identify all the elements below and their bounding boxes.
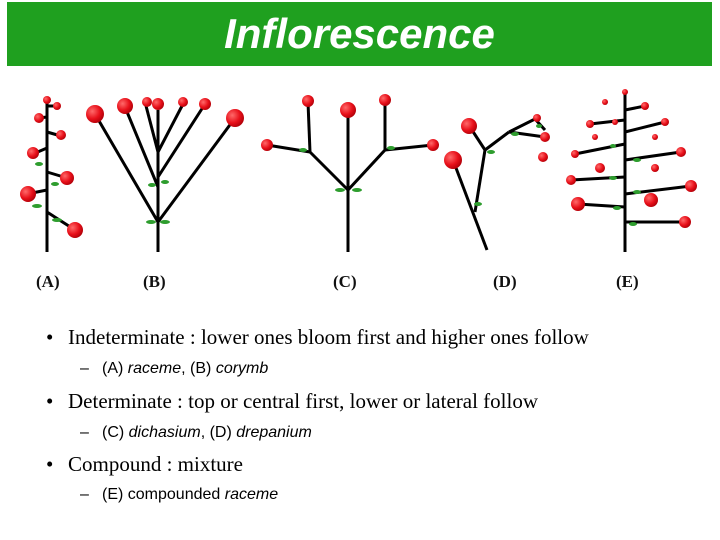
- sub-bullet-indeterminate: –(A) raceme, (B) corymb: [80, 360, 268, 378]
- bullet-text: Compound : mixture: [68, 452, 243, 476]
- sub-term-corymb: corymb: [216, 360, 268, 377]
- sub-dash: –: [80, 486, 102, 504]
- sub-dash: –: [80, 424, 102, 442]
- bullet-text: Determinate : top or central first, lowe…: [68, 389, 538, 413]
- sub-bullet-compound: –(E) compounded raceme: [80, 486, 278, 504]
- sub-text: (A): [102, 360, 128, 377]
- sub-text: , (D): [201, 424, 237, 441]
- label-a: (A): [36, 272, 60, 292]
- bullet-determinate: •Determinate : top or central first, low…: [46, 389, 538, 414]
- label-b: (B): [143, 272, 166, 292]
- inflorescence-diagram: [15, 82, 705, 262]
- bullet-indeterminate: •Indeterminate : lower ones bloom first …: [46, 325, 589, 350]
- drepanium-d-illustration: [453, 119, 545, 250]
- label-c: (C): [333, 272, 357, 292]
- bullet-text: Indeterminate : lower ones bloom first a…: [68, 325, 589, 349]
- bullet-symbol: •: [46, 389, 68, 414]
- sub-term-raceme: raceme: [225, 486, 278, 503]
- dichasium-c-illustration: [267, 100, 433, 252]
- bullet-symbol: •: [46, 452, 68, 477]
- sub-text: , (B): [181, 360, 216, 377]
- sub-term-drepanium: drepanium: [236, 424, 312, 441]
- compound-raceme-e-illustration: [571, 92, 691, 252]
- sub-term-raceme: raceme: [128, 360, 181, 377]
- bullet-symbol: •: [46, 325, 68, 350]
- sub-text: (C): [102, 424, 129, 441]
- corymb-b-illustration: [95, 102, 235, 252]
- title-bar: Inflorescence: [7, 2, 712, 66]
- label-e: (E): [616, 272, 639, 292]
- sub-bullet-determinate: –(C) dichasium, (D) drepanium: [80, 424, 312, 442]
- sub-term-dichasium: dichasium: [129, 424, 201, 441]
- bullet-compound: •Compound : mixture: [46, 452, 243, 477]
- sub-dash: –: [80, 360, 102, 378]
- slide-title: Inflorescence: [7, 2, 712, 66]
- label-d: (D): [493, 272, 517, 292]
- sub-text: (E) compounded: [102, 486, 225, 503]
